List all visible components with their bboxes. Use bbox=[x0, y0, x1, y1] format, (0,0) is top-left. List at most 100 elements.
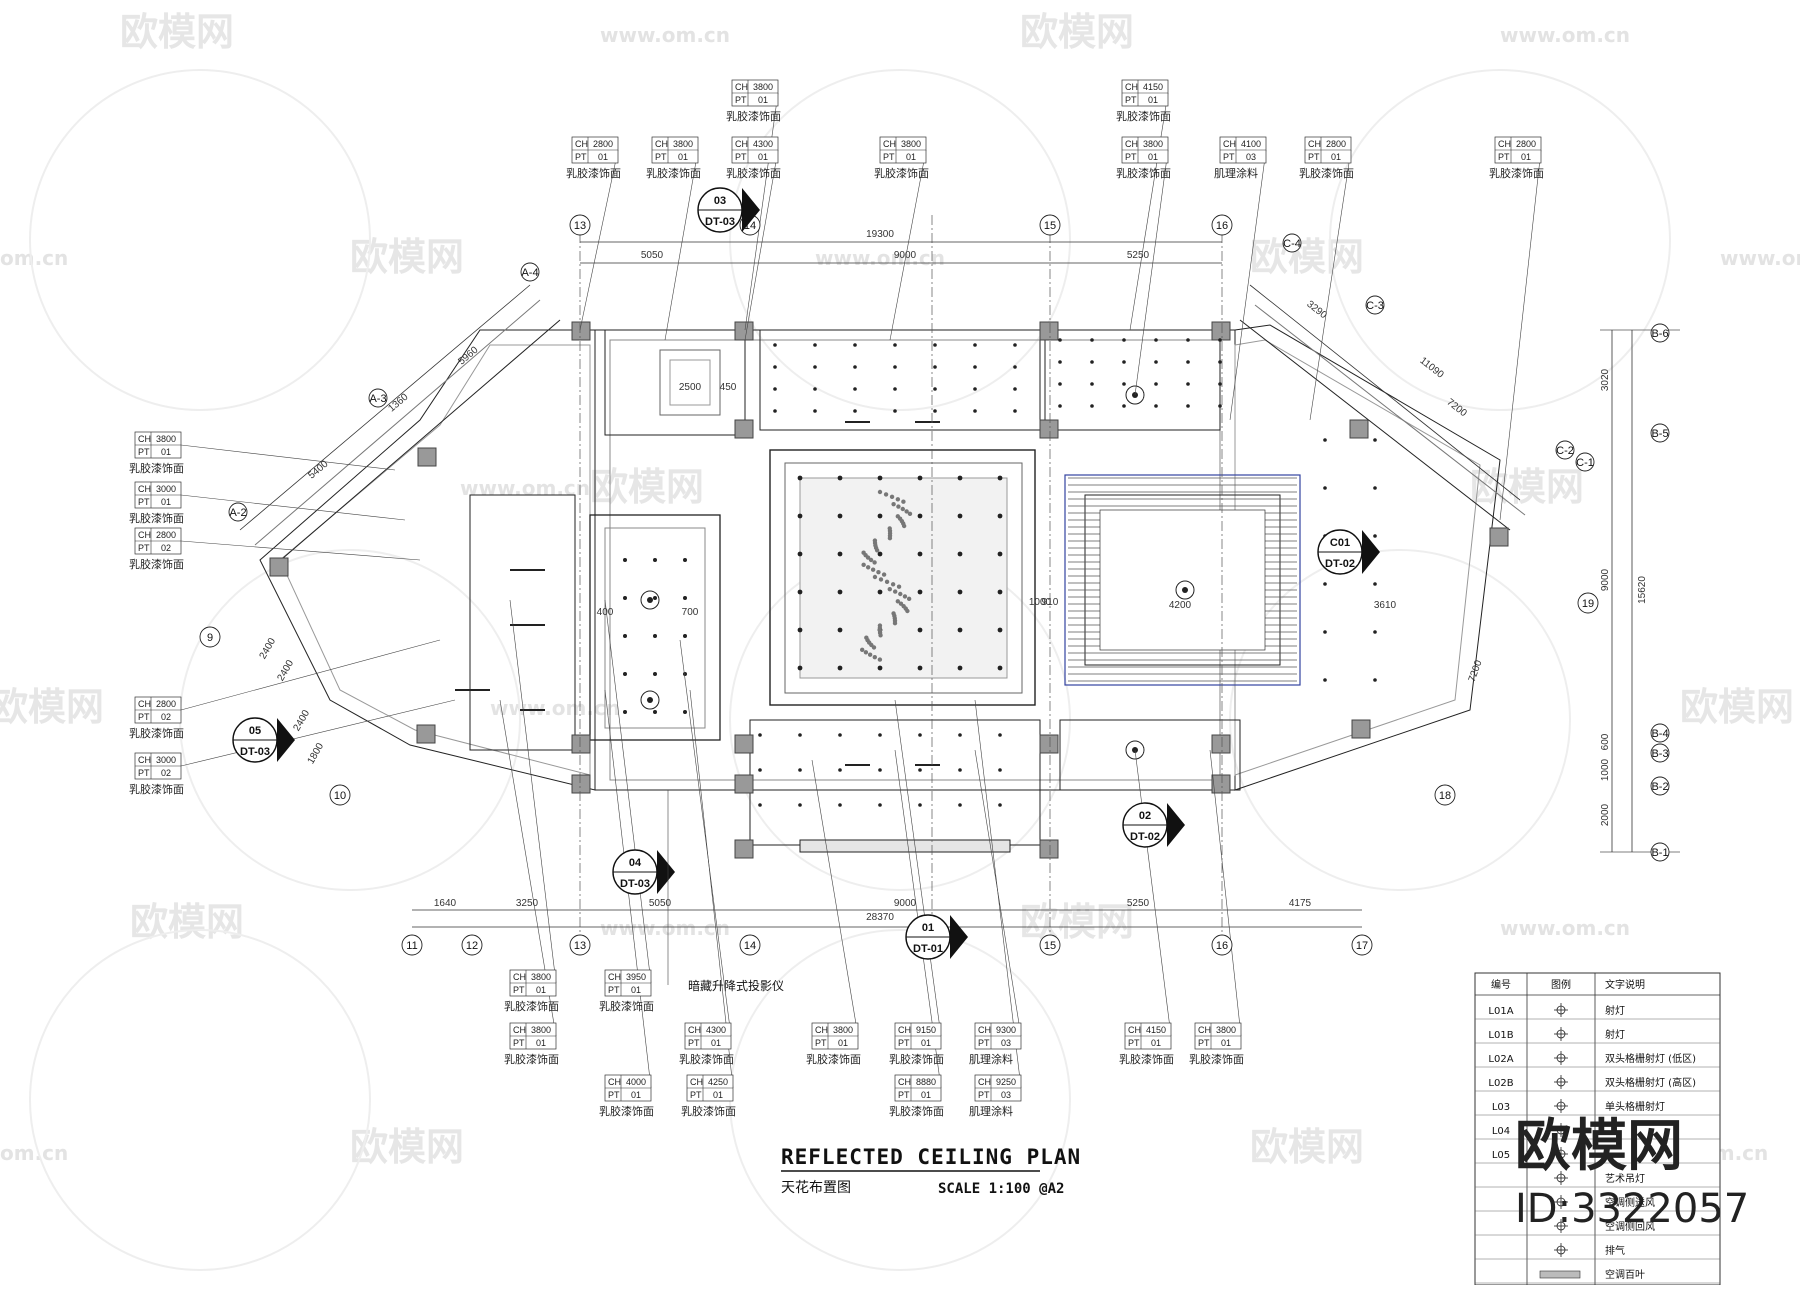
right-segment-dim: 9000 bbox=[1600, 568, 1611, 591]
downlight bbox=[837, 627, 843, 633]
tag-material: 乳胶漆饰面 bbox=[129, 557, 184, 571]
tag-pt-value: 01 bbox=[631, 985, 641, 995]
downlight bbox=[837, 589, 843, 595]
tag-ch-value: 4300 bbox=[753, 139, 773, 149]
tag-ch-value: 9250 bbox=[996, 1077, 1016, 1087]
feature-light bbox=[883, 492, 889, 497]
linear-fixtures bbox=[455, 421, 940, 766]
diag-wall-left-upper-2 bbox=[254, 299, 541, 546]
tag-ch-value: 4150 bbox=[1146, 1025, 1166, 1035]
grid-bubble-label: C-4 bbox=[1283, 238, 1301, 250]
tag-ch-key: CH bbox=[138, 434, 151, 444]
grid-bubble-circle bbox=[1365, 295, 1385, 315]
feature-light bbox=[887, 586, 892, 592]
tag-ch-key: CH bbox=[978, 1077, 991, 1087]
downlight bbox=[773, 343, 777, 347]
downlight bbox=[973, 409, 977, 413]
small-room-frame bbox=[604, 329, 746, 436]
detail-arrow bbox=[1362, 530, 1380, 574]
pendant-fixture bbox=[1125, 385, 1145, 405]
left-wing-outline bbox=[259, 329, 596, 791]
grid-bubble: 15 bbox=[1039, 214, 1061, 236]
bottom-segment-dim: 5250 bbox=[1127, 898, 1150, 909]
tag-ch-key: CH bbox=[513, 1025, 526, 1035]
feature-light bbox=[896, 504, 901, 509]
grid-bubble-label: C-2 bbox=[1556, 445, 1574, 457]
downlight bbox=[837, 551, 843, 557]
upper-room-frame bbox=[759, 329, 1046, 431]
tag-pt-value: 01 bbox=[906, 152, 916, 162]
grid-bubble: 13 bbox=[569, 214, 591, 236]
watermark-circle bbox=[729, 69, 1071, 411]
tag-pt-value: 01 bbox=[1521, 152, 1531, 162]
downlight bbox=[933, 409, 937, 413]
downlight bbox=[1373, 534, 1377, 538]
feature-light bbox=[874, 548, 880, 553]
downlight bbox=[683, 710, 687, 714]
tag-pt-value: 02 bbox=[161, 712, 171, 722]
tag-ch-value: 4150 bbox=[1143, 82, 1163, 92]
bottom-segment-dim: 1640 bbox=[434, 898, 457, 909]
right-wing-inner bbox=[1234, 339, 1481, 776]
legend-description: 单头格栅射灯 bbox=[1605, 1100, 1665, 1113]
downlight bbox=[1154, 382, 1158, 386]
downlight bbox=[797, 589, 803, 595]
grid-bubble-label: 13 bbox=[574, 220, 586, 232]
grid-bubble: B-2 bbox=[1650, 776, 1670, 796]
interior-dim: 2500 bbox=[679, 382, 702, 393]
tag-pt-key: PT bbox=[735, 152, 747, 162]
detail-arrow bbox=[1167, 803, 1185, 847]
lower-right-room-frame bbox=[1059, 719, 1241, 791]
column bbox=[269, 557, 289, 577]
tag-ch-value: 4000 bbox=[626, 1077, 646, 1087]
tag-pt-key: PT bbox=[690, 1090, 702, 1100]
return-vent-icon bbox=[1554, 1219, 1568, 1233]
tag-pt-value: 01 bbox=[1148, 152, 1158, 162]
tag-ch-key: CH bbox=[655, 139, 668, 149]
grid-bubble-label: C-1 bbox=[1576, 457, 1594, 469]
grid-bubble-label: B-6 bbox=[1651, 328, 1668, 340]
watermark-url-short: om.cn bbox=[0, 246, 68, 270]
grid-bubble-label: 17 bbox=[1356, 940, 1368, 952]
tag-ch-value: 3000 bbox=[156, 484, 176, 494]
downlight bbox=[1218, 360, 1222, 364]
watermark-circle bbox=[1329, 69, 1671, 411]
downlight bbox=[813, 365, 817, 369]
watermark-circle bbox=[29, 929, 371, 1271]
watermark-url-short: om.cn bbox=[0, 1141, 68, 1165]
tag-material: 肌理涂料 bbox=[969, 1104, 1013, 1118]
feature-light bbox=[876, 569, 881, 575]
tag-ch-value: 3950 bbox=[626, 972, 646, 982]
column bbox=[734, 774, 754, 794]
upper-right-room-frame bbox=[1039, 329, 1221, 431]
grid-bubble-label: 18 bbox=[1439, 790, 1451, 802]
projector-room-inner bbox=[604, 527, 706, 729]
grid-bubble: 10 bbox=[329, 784, 351, 806]
detail-reference: DT-03 bbox=[620, 878, 650, 890]
downlight bbox=[918, 733, 922, 737]
downlight bbox=[1090, 360, 1094, 364]
tag-pt-value: 01 bbox=[1148, 95, 1158, 105]
downlight bbox=[1090, 404, 1094, 408]
tag-pt-key: PT bbox=[138, 543, 150, 553]
column bbox=[416, 724, 436, 744]
downlight bbox=[893, 409, 897, 413]
grid-bubble: 19 bbox=[1577, 592, 1599, 614]
grid-bubble-circle bbox=[569, 934, 591, 956]
right-diag-dim: 7200 bbox=[1467, 658, 1485, 683]
exhaust-icon bbox=[1554, 1243, 1568, 1257]
downlight bbox=[998, 768, 1002, 772]
tag-material: 乳胶漆饰面 bbox=[504, 999, 559, 1013]
grid-bubble-circle bbox=[520, 262, 540, 282]
tag-material: 乳胶漆饰面 bbox=[726, 109, 781, 123]
central-ceiling-frame bbox=[769, 449, 1036, 706]
tag-pt-value: 02 bbox=[161, 543, 171, 553]
